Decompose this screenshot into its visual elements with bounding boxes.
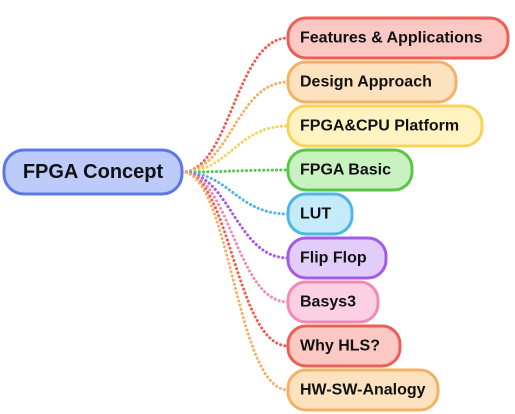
- branch-node-label: HW-SW-Analogy: [300, 382, 426, 399]
- branch-node-label: Flip Flop: [300, 250, 367, 267]
- branch-node[interactable]: Basys3: [286, 280, 380, 324]
- root-node-box: [2, 148, 184, 196]
- branch-node-label: FPGA Basic: [300, 162, 391, 179]
- branch-node-box: [286, 104, 484, 148]
- connector-line: [180, 124, 290, 174]
- connector-line: [180, 36, 290, 174]
- branch-node-label: Features & Applications: [300, 30, 483, 47]
- branch-node[interactable]: Features & Applications: [286, 16, 510, 60]
- branch-node-box: [286, 60, 458, 104]
- branch-node-box: [286, 148, 414, 192]
- branch-node[interactable]: HW-SW-Analogy: [286, 368, 440, 412]
- branch-node-box: [286, 368, 440, 412]
- branch-node-label: Why HLS?: [300, 338, 380, 355]
- branch-node[interactable]: Flip Flop: [286, 236, 388, 280]
- root-node-label: FPGA Concept: [23, 161, 164, 183]
- connector-line: [180, 170, 290, 348]
- branch-node[interactable]: FPGA&CPU Platform: [286, 104, 484, 148]
- connector-line: [180, 80, 290, 174]
- branch-node-label: FPGA&CPU Platform: [300, 118, 459, 135]
- branch-node-label: LUT: [300, 206, 331, 223]
- branch-node-box: [286, 16, 510, 60]
- branch-node-label: Design Approach: [300, 74, 432, 91]
- branch-node-box: [286, 324, 402, 368]
- branch-node-box: [286, 280, 380, 324]
- branch-node-label: Basys3: [300, 294, 356, 311]
- root-node[interactable]: FPGA Concept: [2, 148, 184, 196]
- branch-node[interactable]: Design Approach: [286, 60, 458, 104]
- connector-line: [180, 170, 290, 304]
- branch-node[interactable]: LUT: [286, 192, 354, 236]
- branch-node-box: [286, 236, 388, 280]
- branch-node-box: [286, 192, 354, 236]
- connector-line: [180, 170, 290, 260]
- connector-line: [180, 170, 290, 216]
- connectors: [180, 36, 290, 392]
- branch-node[interactable]: FPGA Basic: [286, 148, 414, 192]
- branch-node[interactable]: Why HLS?: [286, 324, 402, 368]
- connector-line: [180, 170, 290, 392]
